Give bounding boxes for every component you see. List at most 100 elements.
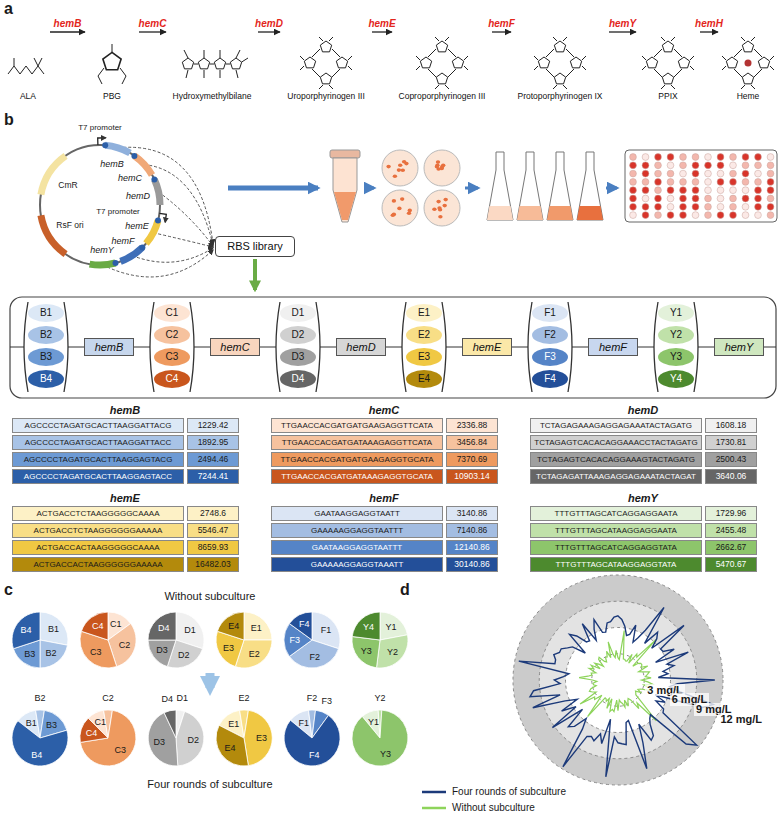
well (730, 154, 737, 161)
molecule-name: PPIX (658, 92, 677, 102)
bracket (316, 302, 320, 392)
reaction-arrow (372, 31, 392, 32)
legend-line (422, 791, 446, 794)
well (742, 195, 749, 202)
well (630, 170, 637, 177)
well (742, 187, 749, 194)
sequence-cell: ACTGACCTCTAAGGGGGCAAAA (12, 506, 184, 521)
rbs-oval: E1 (406, 304, 442, 322)
rbs-strength: 2455.48 (716, 526, 747, 536)
colony (402, 160, 406, 164)
well (705, 195, 712, 202)
well (630, 187, 637, 194)
well (667, 162, 674, 169)
rbs-sequence: TTTGTTTAGCATAAGGAGGTATA (556, 560, 677, 569)
pie-slice (352, 710, 408, 766)
pie-label: Y3 (361, 646, 372, 656)
pie-label: Y4 (363, 622, 374, 632)
colony (401, 168, 405, 172)
well (717, 212, 724, 219)
well (680, 212, 687, 219)
rbs-strength: 16482.03 (195, 560, 230, 570)
pie-label: Y2 (387, 647, 398, 657)
rbs-oval: B3 (28, 348, 64, 366)
well (730, 162, 737, 169)
pie-slice (352, 612, 380, 640)
well (717, 187, 724, 194)
rbs-oval: C4 (154, 370, 190, 388)
well (642, 203, 649, 210)
well (705, 203, 712, 210)
well (655, 170, 662, 177)
well (767, 162, 774, 169)
well (767, 154, 774, 161)
rbs-site (131, 153, 137, 159)
colony (407, 212, 411, 216)
enzyme-label: hemB (53, 18, 83, 30)
rbs-name: F4 (544, 373, 556, 385)
well (642, 195, 649, 202)
molecule-structure (642, 37, 694, 89)
pie-label: F3 (289, 635, 300, 645)
plasmid-label: T7 promoter (96, 207, 140, 216)
well (755, 162, 762, 169)
molecule-structure (745, 60, 752, 67)
strength-cell: 10903.14 (446, 469, 498, 484)
pie-slice (217, 612, 244, 640)
well (742, 162, 749, 169)
legend-line (422, 807, 446, 810)
plasmid-part (105, 145, 130, 153)
rbs-strength: 5470.67 (716, 560, 747, 570)
pie-label: B3 (46, 720, 57, 730)
enzyme-label: hemF (487, 18, 516, 30)
pie-slice (12, 721, 68, 766)
rbs-sequence: AGCCCCTAGATGCACTTAAGGATTACC (25, 438, 171, 447)
pie-slice (40, 640, 68, 668)
rbs-oval: D1 (280, 304, 316, 322)
pie-label: C3 (115, 745, 127, 755)
pie-label: B3 (24, 649, 35, 659)
rbs-sequence: TCTAGAGATTAAAGAGGAGAAATACTAGAT (536, 472, 696, 481)
link-line (10, 347, 24, 348)
strength-cell: 3140.86 (446, 506, 498, 521)
link-line (698, 347, 714, 348)
pie-label: Y2 (375, 693, 386, 703)
well (680, 154, 687, 161)
sequence-cell: TTGAACCACGATGATGAAGAGGTGCATA (271, 452, 443, 467)
plasmid-label: RsF ori (56, 221, 83, 231)
pie-slice (80, 718, 108, 742)
gene-box: hemY (714, 338, 764, 356)
panel-letter: a (4, 0, 13, 18)
molecule: Heme (720, 22, 776, 102)
flow-arrow (253, 259, 257, 290)
well (655, 203, 662, 210)
flow-arrow (228, 186, 318, 191)
rbs-oval: C1 (154, 304, 190, 322)
link-line (260, 347, 276, 348)
gene-name: hemB (95, 341, 124, 354)
sequence-cell: GAAAAAGGAGGTAAATT (271, 557, 443, 572)
strength-cell: 1608.18 (705, 418, 757, 433)
rbs-site (102, 142, 108, 148)
promoter-symbol (159, 213, 166, 222)
strength-cell: 7244.41 (187, 469, 239, 484)
sequence-cell: AGCCCCTAGATGCACTTAAGGAGTACG (12, 452, 184, 467)
well (630, 195, 637, 202)
pie-label: E4 (224, 743, 235, 753)
pie-slice (244, 710, 272, 765)
molecule-structure (103, 52, 121, 69)
library-arrow (144, 165, 213, 246)
pie-label: E2 (239, 693, 250, 703)
molecule: Protoporphyrinogen IX (513, 22, 607, 102)
sequence-cell: AGCCCCTAGATGCACTTAAGGATTACG (12, 418, 184, 433)
well (767, 187, 774, 194)
well (692, 154, 699, 161)
rbs-oval: F1 (532, 304, 568, 322)
well (692, 179, 699, 186)
panel-letter: b (4, 111, 14, 129)
pie-label: F4 (299, 619, 310, 629)
rbs-oval: D2 (280, 326, 316, 344)
colony (391, 214, 395, 218)
pie-label: C3 (90, 647, 102, 657)
rbs-site (113, 260, 119, 266)
